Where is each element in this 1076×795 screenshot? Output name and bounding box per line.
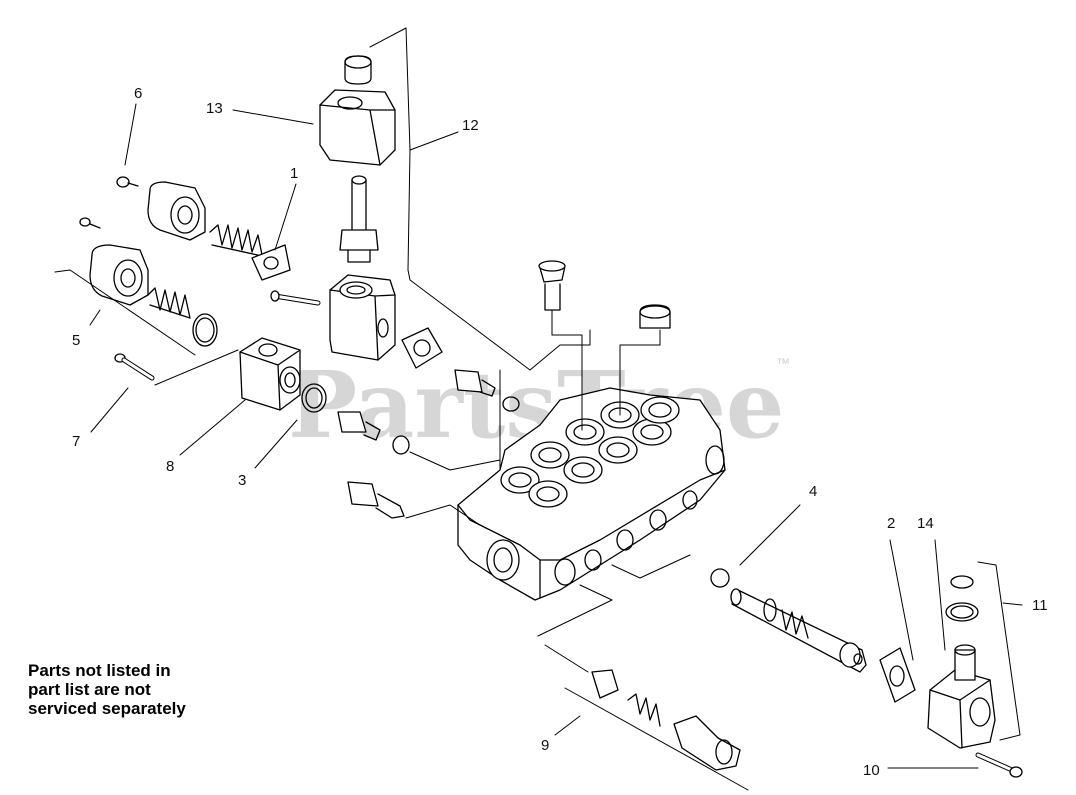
callout-6: 6 xyxy=(134,85,142,102)
service-note: Parts not listed in part list are not se… xyxy=(28,661,186,718)
callout-13: 13 xyxy=(206,100,223,117)
relief-cap-lower xyxy=(89,244,149,306)
leader-lines xyxy=(54,27,1023,791)
service-note-line-1: Parts not listed in xyxy=(28,661,171,680)
spool xyxy=(730,588,867,673)
oring-lower xyxy=(192,313,218,347)
solenoid-stem xyxy=(339,175,379,263)
callout-5: 5 xyxy=(72,332,80,349)
service-note-line-2: part list are not xyxy=(28,680,151,699)
callout-14: 14 xyxy=(917,515,934,532)
fitting-upper xyxy=(454,369,520,412)
bolt-lower xyxy=(79,217,101,229)
callout-1: 1 xyxy=(290,165,298,182)
callout-9: 9 xyxy=(541,737,549,754)
valve-body xyxy=(457,387,726,601)
solenoid-coil xyxy=(319,55,396,166)
gasket-upper xyxy=(251,244,291,281)
callout-7: 7 xyxy=(72,433,80,450)
end-cap xyxy=(927,575,996,749)
spring-upper xyxy=(209,224,263,257)
callout-3: 3 xyxy=(238,472,246,489)
callout-2: 2 xyxy=(887,515,895,532)
callout-12: 12 xyxy=(462,117,479,134)
callout-4: 4 xyxy=(809,483,817,500)
oring-4 xyxy=(710,568,730,588)
callout-numbers: 1 2 3 4 5 6 7 8 9 10 11 12 13 14 xyxy=(72,85,1048,779)
bolt-7 xyxy=(114,353,155,381)
relief-9 xyxy=(591,669,741,771)
callout-10: 10 xyxy=(863,762,880,779)
bolt-upper xyxy=(116,176,139,188)
bolt-10 xyxy=(975,752,1023,778)
solenoid-valve-block xyxy=(329,274,396,361)
port-block xyxy=(239,337,301,411)
spring-lower xyxy=(147,287,191,319)
oring-3 xyxy=(301,383,327,413)
callout-8: 8 xyxy=(166,458,174,475)
gasket-2 xyxy=(879,647,916,703)
plug-upper xyxy=(538,260,566,311)
bolt-block xyxy=(270,290,321,306)
watermark-trademark: ™ xyxy=(776,355,790,371)
relief-cap-upper xyxy=(147,181,206,241)
fitting-lower xyxy=(347,481,405,519)
service-note-line-3: serviced separately xyxy=(28,699,186,718)
callout-11: 11 xyxy=(1032,597,1048,614)
plug-right xyxy=(639,304,671,329)
fitting-middle xyxy=(337,411,410,455)
gasket-square xyxy=(401,327,443,369)
